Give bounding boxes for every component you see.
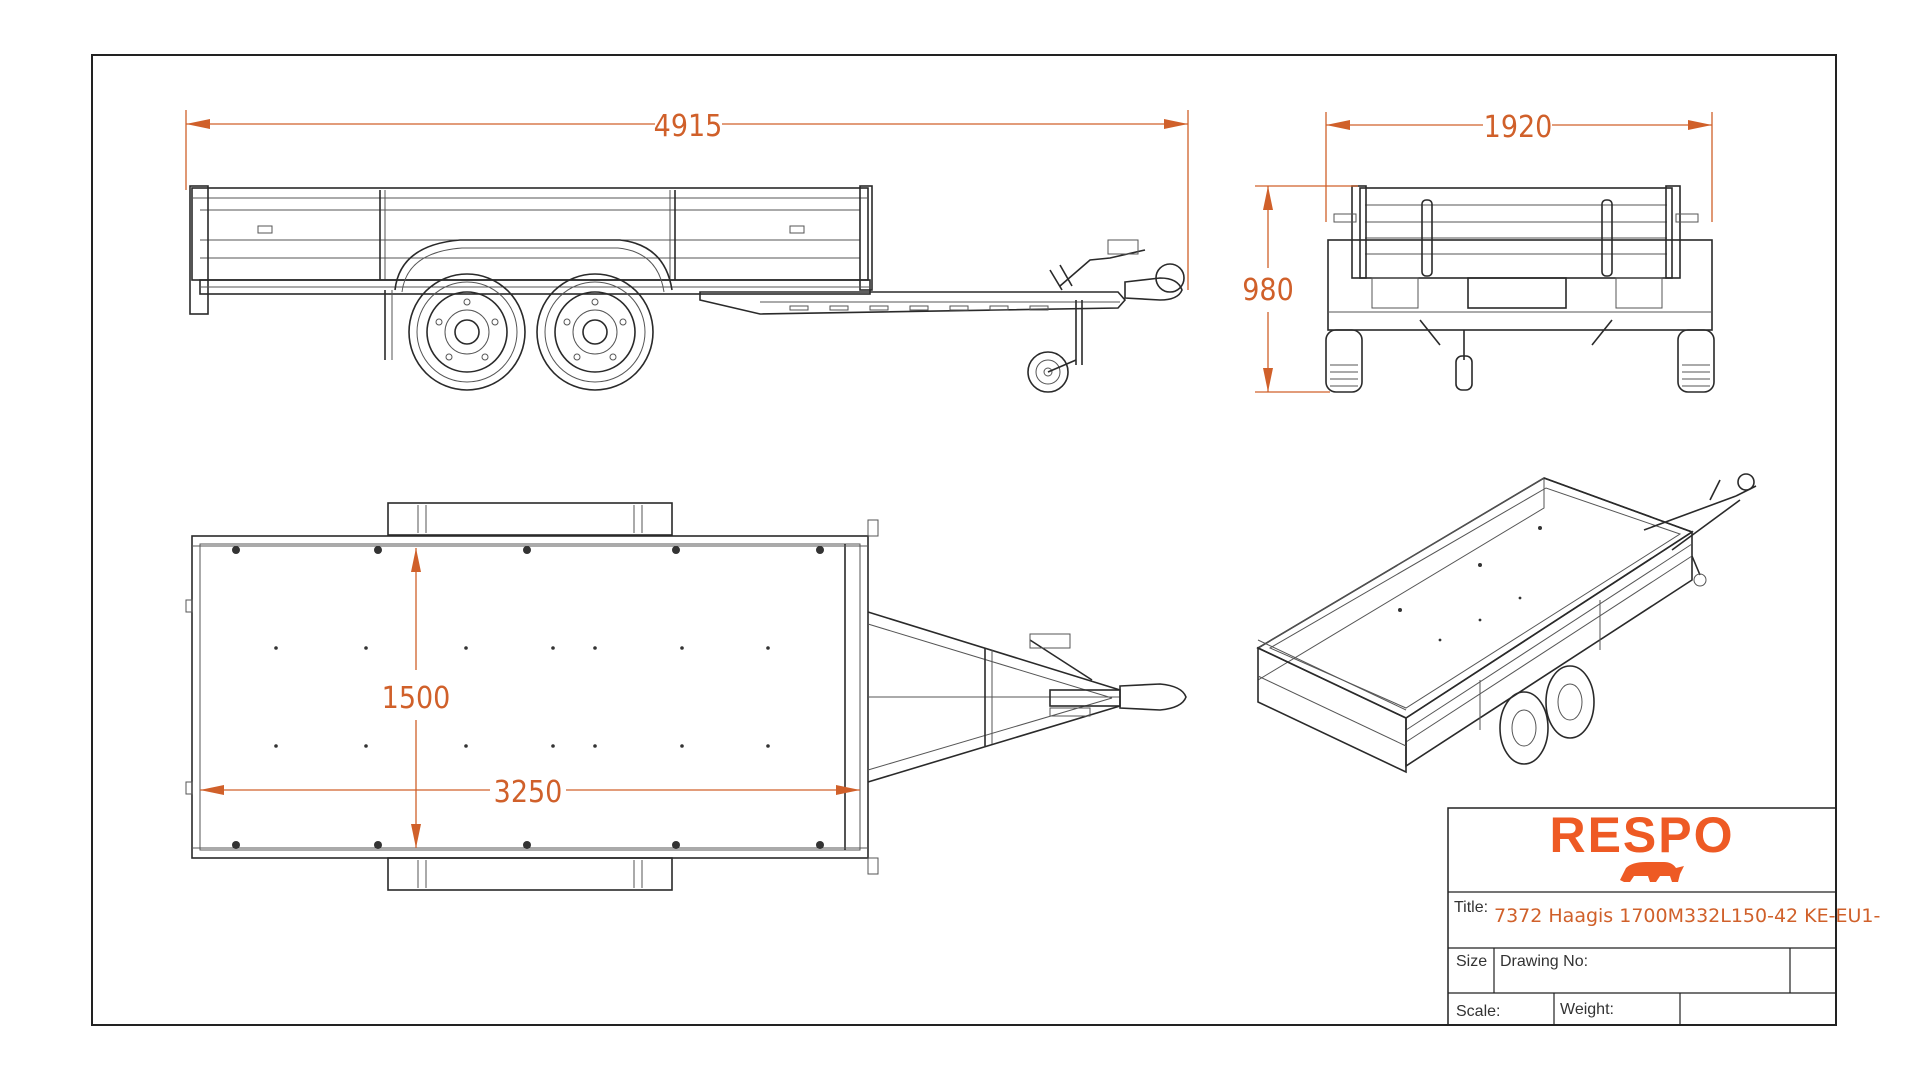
- side-view: [189, 185, 1185, 393]
- top-view: [185, 502, 1187, 891]
- rear-view: [1325, 185, 1715, 393]
- dim-1500: 1500: [382, 548, 451, 848]
- dim-3250: 3250: [200, 775, 860, 810]
- rhino-icon: [1620, 862, 1684, 882]
- sheet-border: [91, 54, 1837, 1026]
- isometric-view: [1256, 473, 1757, 774]
- dim-label-bed-width: 1500: [382, 681, 451, 716]
- dim-4915: 4915: [185, 109, 1189, 290]
- dim-label-bed-length: 3250: [494, 775, 563, 810]
- drawing-title: 7372 Haagis 1700M332L150-42 KE-EU1-: [1494, 905, 1880, 927]
- drawing-no-label: Drawing No:: [1500, 953, 1588, 970]
- dim-label-side-length: 4915: [654, 109, 723, 144]
- scale-label: Scale:: [1456, 1003, 1500, 1020]
- dim-1920: 1920: [1325, 110, 1713, 222]
- dim-label-rear-width: 1920: [1484, 110, 1553, 145]
- dim-label-rear-height: 980: [1242, 273, 1294, 308]
- dim-980: 980: [1242, 185, 1358, 393]
- size-label: Size: [1456, 953, 1487, 970]
- title-label: Title:: [1454, 899, 1488, 916]
- title-block: RESPO Title: 7372 Haagis 1700M332L150-42…: [1447, 807, 1880, 1026]
- brand-logo: RESPO: [1549, 807, 1734, 863]
- weight-label: Weight:: [1560, 1001, 1614, 1018]
